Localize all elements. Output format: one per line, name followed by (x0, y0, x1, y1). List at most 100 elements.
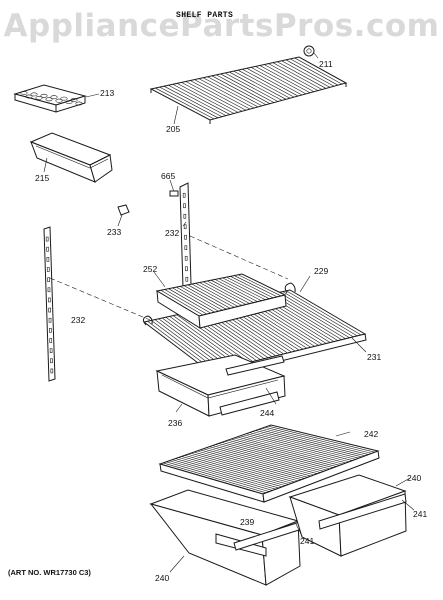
shelf-wire (155, 87, 215, 120)
shelf-wire (168, 84, 227, 116)
shelf-wire (272, 62, 323, 90)
part-240-drawer-left (149, 489, 303, 586)
shelf-wire (159, 86, 219, 119)
shelf-wire (176, 83, 235, 114)
shelf-wire (203, 281, 247, 305)
shelf-wire (246, 68, 299, 97)
callout-244: 244 (260, 408, 275, 418)
shelf-wire (255, 66, 307, 95)
shelf-wire (264, 64, 315, 92)
egg-cup (40, 93, 48, 98)
shelf-wire (206, 447, 311, 477)
shelf-wire (209, 446, 315, 476)
shelf-wire (277, 61, 327, 89)
egg-cup (70, 98, 78, 102)
part-213-egg-tray (13, 84, 100, 113)
callout-232-rear: 232 (165, 228, 180, 238)
shelf-wire (242, 68, 295, 98)
rail-slot (183, 203, 186, 209)
rail-slot (49, 328, 52, 333)
part-665-clip (169, 179, 179, 197)
rail-slot (49, 348, 53, 353)
shelf-wire (190, 80, 247, 111)
shelf-wire (234, 275, 278, 298)
alignment-lines (49, 235, 289, 321)
egg-cup (55, 98, 63, 103)
shelf-wire (164, 289, 207, 315)
rail-slot (46, 267, 50, 272)
rail-slot (48, 307, 51, 313)
part-240-drawer-right (288, 474, 415, 557)
shelf-wire (294, 57, 343, 85)
callout-211: 211 (319, 59, 333, 69)
shelf-wire (285, 59, 335, 87)
shelf-wire (218, 443, 324, 472)
rail-slot (184, 245, 188, 251)
shelf-wire (193, 451, 299, 482)
rail-slot (182, 192, 186, 198)
shelf-wire (218, 278, 262, 301)
rail-slot (48, 297, 51, 303)
part-252-glass-shelf (153, 271, 287, 329)
egg-cup (60, 96, 68, 101)
callout-231: 231 (367, 352, 382, 362)
callout-239: 239 (240, 517, 255, 527)
shelf-wire (261, 427, 369, 455)
rail-slot (184, 234, 187, 240)
shelf-wire (243, 434, 350, 463)
shelf-wire (169, 460, 273, 491)
shelf-wire (200, 449, 305, 479)
egg-cup (30, 92, 38, 97)
diagram-title: SHELF PARTS (176, 11, 234, 20)
shelf-wire (168, 288, 211, 314)
part-215-bin (29, 132, 113, 183)
rail-slot (184, 255, 188, 261)
callout-205: 205 (166, 124, 181, 134)
leader-231 (351, 337, 367, 353)
shelf-wire (211, 75, 267, 106)
leader-241 (295, 523, 303, 537)
rail-slot (48, 317, 52, 323)
shelf-wire (172, 459, 276, 490)
shelf-wire (194, 79, 251, 110)
egg-cup (50, 95, 58, 100)
shelf-wire (229, 71, 283, 101)
part-244-rail (225, 355, 285, 405)
shelf-wire (207, 76, 263, 107)
shelf-wire (227, 439, 334, 469)
shelf-wire (160, 289, 204, 316)
egg-cup (65, 100, 73, 105)
shelf-wire (163, 85, 223, 118)
rail-slot (50, 358, 53, 364)
shelf-wire (180, 286, 223, 311)
rail-slot (45, 236, 49, 242)
leader-229 (299, 275, 311, 293)
part-205-wire-shelf (149, 56, 348, 125)
shelf-wire (230, 276, 274, 299)
callout-242: 242 (364, 429, 379, 439)
shelf-wire (183, 285, 227, 310)
shelf-wire (238, 274, 282, 297)
shelf-wire (162, 462, 267, 494)
shelf-wire (187, 453, 292, 484)
shelf-wire (172, 287, 215, 313)
shelf-wire (181, 82, 239, 113)
egg-cup (20, 91, 28, 95)
rail-slot (185, 266, 188, 272)
shelf-wire (267, 425, 375, 453)
shelf-wire (237, 69, 291, 99)
shelf-wire (220, 73, 275, 103)
rail-slot (183, 213, 187, 219)
shelf-wire (230, 438, 337, 467)
shelf-wire (198, 78, 255, 109)
callout-213: 213 (100, 88, 115, 98)
shelf-wire (181, 456, 286, 486)
part-232-rail-left (43, 226, 56, 382)
shelf-wire (176, 286, 219, 312)
shelf-wire (166, 461, 270, 492)
shelf-wire (264, 426, 372, 454)
shelf-wire (215, 444, 321, 473)
callout-241-left: 241 (300, 536, 315, 546)
shelf-wire (172, 84, 231, 115)
